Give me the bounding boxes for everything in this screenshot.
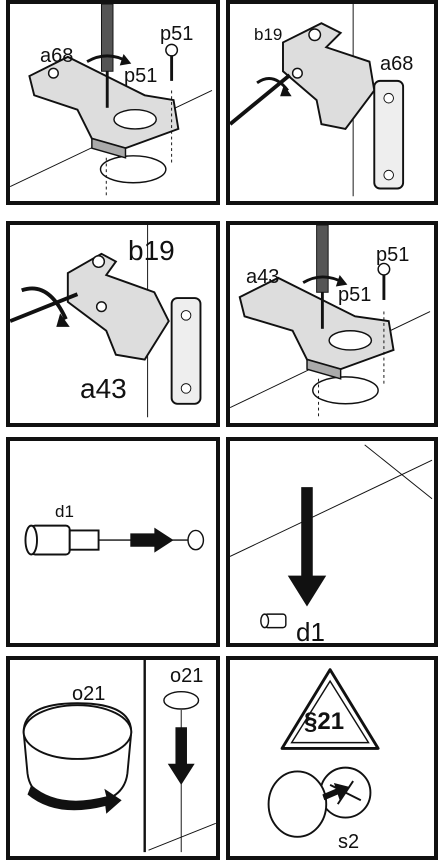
cap-label-right: o21 [170, 665, 204, 687]
push-arrow-icon [130, 527, 174, 553]
cap-icon [22, 702, 133, 806]
part-label: d1 [55, 502, 74, 521]
screwdriver-icon [316, 225, 329, 329]
part-label: b19 [254, 25, 283, 44]
cap-icon [267, 770, 328, 838]
cap-label-left: o21 [72, 683, 106, 705]
step-panel-5: d1 [6, 437, 220, 647]
screw-icon [165, 43, 179, 81]
hinge-adjust-illustration [230, 4, 405, 197]
screwdriver-icon [10, 292, 79, 323]
step-panel-3: b19 a43 [6, 221, 220, 427]
plate-label: a68 [380, 53, 414, 75]
part-label: a43 [246, 266, 280, 288]
hinge-icon [28, 55, 180, 159]
plate-label: a43 [80, 373, 127, 404]
screw-label-mid: p51 [124, 65, 158, 87]
cap-fit-illustration [22, 660, 216, 853]
down-arrow-icon [167, 727, 195, 785]
step-panel-2: b19 a68 [226, 0, 438, 205]
step-panel-6: d1 [226, 437, 438, 647]
push-arrow-icon [322, 782, 350, 801]
part-label: a68 [40, 45, 74, 67]
screw-label-top: p51 [160, 23, 194, 45]
step-panel-4: a43 p51 p51 [226, 221, 438, 427]
step-panel-8: §21 s2 [226, 656, 438, 860]
hinge-screw-illustration [10, 4, 213, 197]
step-panel-7: o21 o21 [6, 656, 220, 860]
screw-label-mid: p51 [338, 284, 372, 306]
pin-drop-illustration [230, 444, 433, 629]
part-label: d1 [296, 617, 325, 647]
screw-icon [377, 262, 391, 300]
hinge-screw-illustration [230, 225, 431, 418]
hinge-icon [66, 252, 170, 361]
screw-label-top: p51 [376, 244, 410, 266]
hinge-icon [238, 276, 395, 380]
screw-cover-illustration [267, 668, 380, 838]
down-arrow-icon [287, 487, 327, 607]
rotate-arrow-icon [27, 784, 122, 814]
part-label: b19 [128, 235, 175, 266]
part-label: s2 [338, 831, 360, 853]
pin-icon [24, 524, 100, 556]
warning-sign-label: §21 [304, 708, 345, 735]
screwdriver-icon [100, 4, 114, 108]
step-panel-1: a68 p51 p51 [6, 0, 220, 205]
rotate-arrow-icon [21, 286, 68, 320]
pin-insert-illustration [24, 524, 205, 556]
pin-icon [260, 613, 287, 629]
hinge-icon [282, 22, 376, 130]
hinge-adjust-illustration [10, 225, 202, 418]
warning-triangle-icon [280, 668, 380, 750]
